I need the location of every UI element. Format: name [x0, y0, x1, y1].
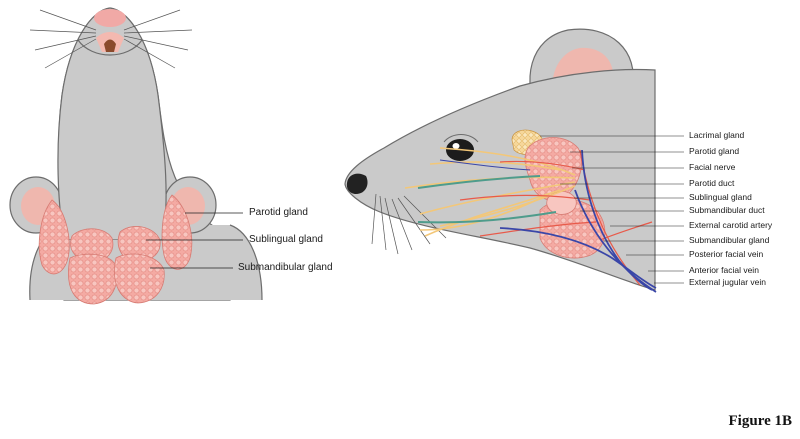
external-jugular-vein: [574, 189, 657, 293]
label-sublingual-gland-ventral: Sublingual gland: [249, 234, 323, 245]
lateral-head: [344, 68, 656, 291]
label-submandibular-gland-ventral: Submandibular gland: [238, 262, 333, 273]
right-submandibular-gland: [114, 253, 165, 304]
label-parotid-duct: Parotid duct: [689, 178, 735, 188]
label-sublingual-gland-lateral: Sublingual gland: [689, 192, 752, 202]
label-posterior-facial-vein: Posterior facial vein: [689, 249, 764, 259]
label-parotid-gland-lateral: Parotid gland: [689, 146, 740, 156]
right-sublingual-gland: [117, 226, 161, 263]
label-submandibular-duct: Submandibular duct: [689, 205, 765, 215]
lateral-nose: [346, 173, 368, 194]
right-parotid-gland: [161, 194, 193, 270]
label-lacrimal-gland: Lacrimal gland: [689, 130, 745, 140]
label-submandibular-gland-lateral: Submandibular gland: [689, 235, 770, 245]
label-external-carotid-artery: External carotid artery: [689, 220, 773, 230]
parotid-duct: [417, 175, 541, 189]
left-submandibular-gland: [68, 253, 118, 305]
facial-veins: [439, 149, 657, 293]
figure-label: Figure 1B: [728, 413, 792, 429]
posterior-facial-vein: [581, 149, 653, 291]
lateral-leader-lines: [540, 135, 684, 284]
left-parotid-gland: [38, 199, 70, 275]
anterior-facial-vein: [499, 227, 657, 289]
ventral-view: [9, 7, 263, 305]
submandibular-duct: [417, 211, 557, 224]
left-sublingual-gland: [70, 228, 114, 263]
label-external-jugular-vein: External jugular vein: [689, 277, 767, 287]
whiskers-ventral: [29, 9, 193, 69]
label-parotid-gland-ventral: Parotid gland: [249, 207, 308, 218]
label-anterior-facial-vein: Anterior facial vein: [689, 265, 759, 275]
lateral-view: [344, 28, 684, 293]
nose-tip: [94, 9, 126, 27]
ventral-leader-lines: [146, 212, 243, 269]
label-facial-nerve: Facial nerve: [689, 162, 736, 172]
